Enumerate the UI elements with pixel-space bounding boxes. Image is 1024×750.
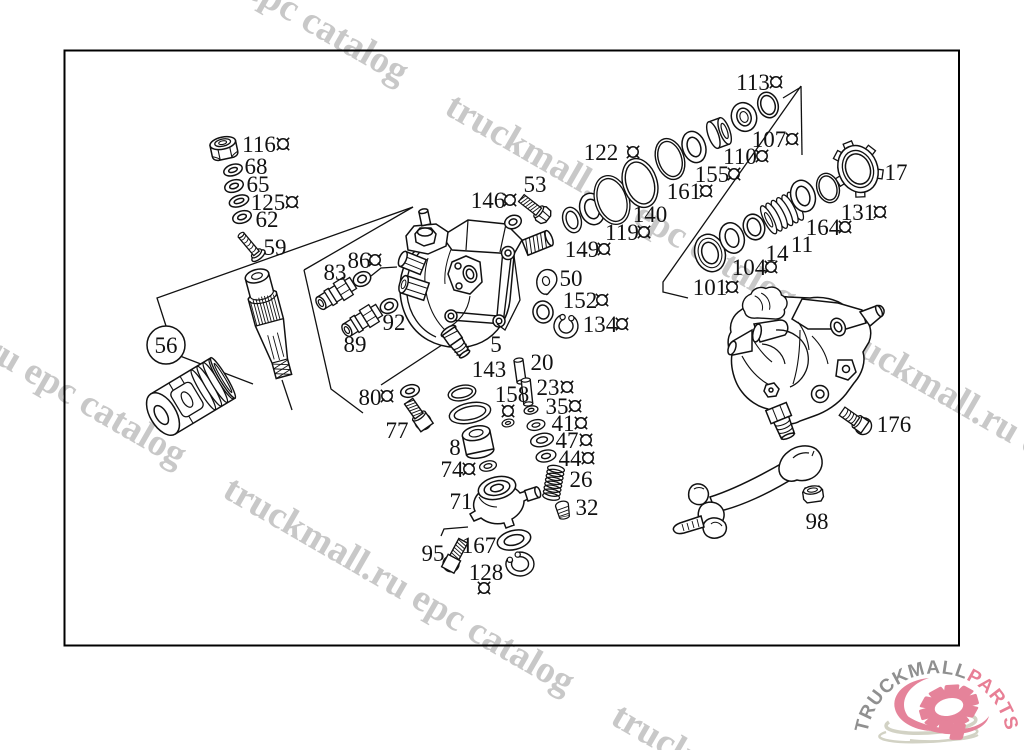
svg-text:77: 77 — [386, 418, 409, 443]
svg-text:5: 5 — [490, 332, 502, 357]
svg-text:128: 128 — [469, 560, 504, 585]
svg-text:155: 155 — [695, 162, 730, 187]
svg-text:110: 110 — [723, 144, 757, 169]
svg-text:11: 11 — [791, 232, 813, 257]
svg-text:116: 116 — [242, 132, 276, 157]
svg-text:158: 158 — [495, 382, 530, 407]
svg-text:176: 176 — [877, 412, 912, 437]
svg-text:125: 125 — [251, 190, 286, 215]
svg-text:164: 164 — [806, 215, 841, 240]
svg-text:167: 167 — [462, 533, 497, 558]
svg-text:62: 62 — [256, 207, 279, 232]
svg-text:23: 23 — [537, 375, 560, 400]
svg-text:92: 92 — [383, 310, 406, 335]
svg-text:59: 59 — [264, 235, 287, 260]
svg-text:32: 32 — [576, 495, 599, 520]
svg-text:98: 98 — [806, 509, 829, 534]
svg-text:107: 107 — [752, 127, 787, 152]
svg-text:80: 80 — [359, 385, 382, 410]
svg-text:134: 134 — [583, 312, 618, 337]
svg-text:161: 161 — [667, 179, 702, 204]
svg-text:35: 35 — [546, 394, 569, 419]
svg-text:26: 26 — [570, 467, 593, 492]
svg-text:143: 143 — [472, 357, 507, 382]
svg-text:8: 8 — [449, 435, 461, 460]
svg-text:86: 86 — [348, 248, 371, 273]
svg-text:83: 83 — [324, 260, 347, 285]
svg-text:50: 50 — [560, 266, 583, 291]
svg-text:56: 56 — [155, 333, 178, 358]
svg-text:14: 14 — [766, 241, 790, 266]
svg-text:44: 44 — [559, 446, 583, 471]
svg-text:53: 53 — [524, 172, 547, 197]
svg-text:131: 131 — [841, 200, 876, 225]
svg-text:152: 152 — [563, 288, 598, 313]
svg-text:71: 71 — [450, 489, 473, 514]
svg-text:104: 104 — [732, 255, 767, 280]
svg-text:122: 122 — [584, 140, 619, 165]
svg-text:95: 95 — [422, 541, 445, 566]
svg-text:68: 68 — [245, 154, 268, 179]
svg-text:149: 149 — [565, 237, 600, 262]
svg-text:113: 113 — [736, 70, 770, 95]
svg-text:146: 146 — [471, 188, 506, 213]
svg-text:17: 17 — [885, 160, 908, 185]
svg-text:101: 101 — [693, 275, 728, 300]
svg-text:119: 119 — [605, 220, 639, 245]
svg-text:65: 65 — [247, 172, 270, 197]
svg-text:140: 140 — [633, 202, 668, 227]
svg-text:41: 41 — [552, 411, 575, 436]
svg-text:89: 89 — [344, 332, 367, 357]
svg-text:47: 47 — [556, 428, 579, 453]
svg-text:20: 20 — [531, 350, 554, 375]
svg-text:74: 74 — [441, 457, 465, 482]
